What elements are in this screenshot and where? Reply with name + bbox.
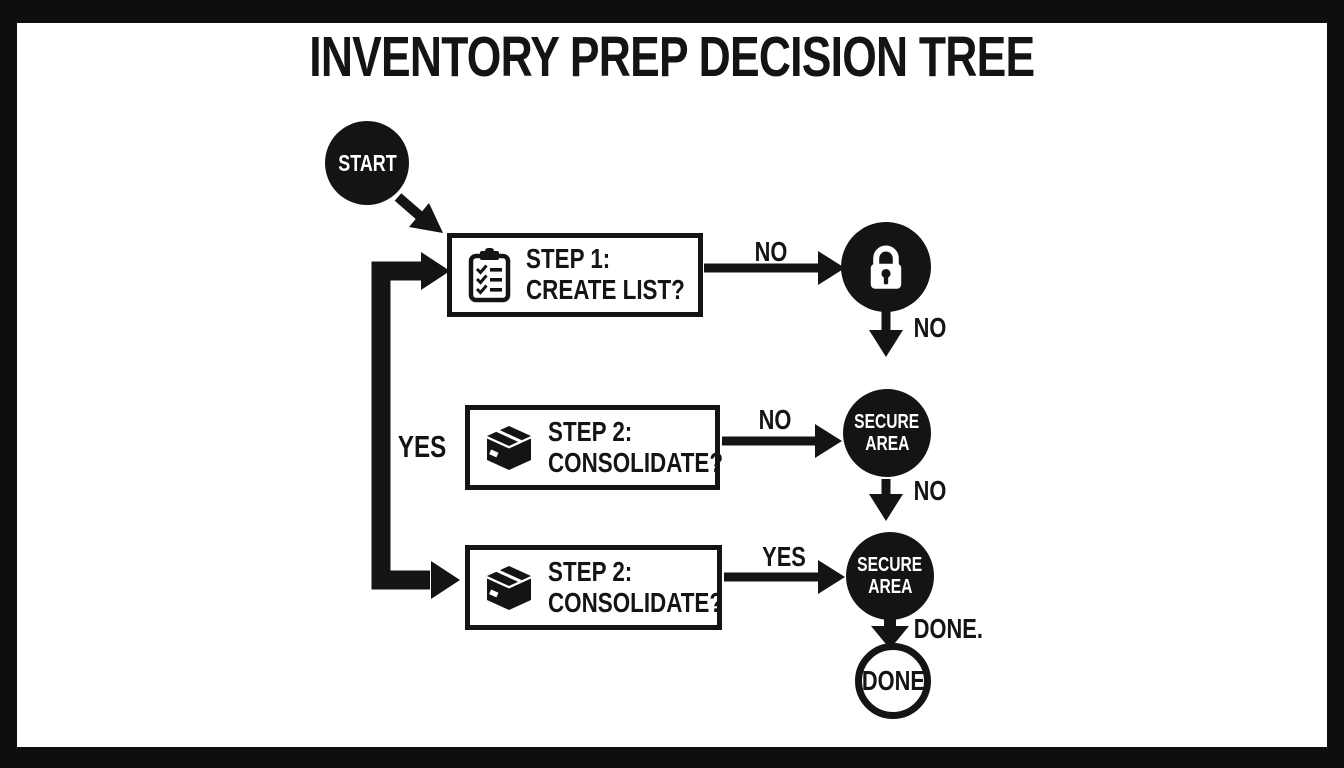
secure2-line2: AREA [867, 576, 913, 598]
step2b-line1: STEP 2: [548, 555, 633, 587]
start-node: START [325, 121, 409, 205]
diagram-background [17, 23, 1327, 747]
secure1-line2: AREA [864, 433, 910, 455]
step1-label: STEP 1: CREATE LIST? [526, 243, 725, 306]
page-title-text: INVENTORY PREP DECISION TREE [309, 25, 1035, 89]
edge-label-secure1-no: NO [913, 475, 947, 506]
edge-label-step1-no: NO [754, 236, 788, 267]
package-box-icon [487, 565, 531, 610]
step2-consolidate-node-2: STEP 2: CONSOLIDATE? [465, 545, 723, 630]
step2a-label: STEP 2: CONSOLIDATE? [548, 415, 767, 479]
done-node: DONE [855, 643, 931, 719]
edge-label-branch-yes: YES [397, 429, 447, 464]
secure2-line1: SECURE [857, 554, 923, 576]
edge-label-step2b-yes: YES [762, 541, 806, 572]
edge-label-lock-no: NO [913, 312, 947, 343]
done-label: DONE [861, 665, 925, 696]
secure1-line1: SECURE [854, 411, 920, 433]
secure-area-node-1: SECURE AREA [843, 389, 931, 477]
edge-label-step2a-no: NO [758, 404, 792, 435]
padlock-icon [870, 245, 902, 289]
step1-line2: CREATE LIST? [526, 274, 685, 305]
step2a-line2: CONSOLIDATE? [548, 446, 724, 478]
step2b-label: STEP 2: CONSOLIDATE? [548, 555, 767, 619]
lock-node [841, 222, 931, 312]
step1-line1: STEP 1: [526, 243, 611, 275]
step2b-line2: CONSOLIDATE? [548, 586, 724, 618]
page-title: INVENTORY PREP DECISION TREE [0, 24, 1344, 90]
edge-label-secure2-done: DONE. [913, 613, 983, 644]
start-label: START [337, 149, 397, 176]
step2-consolidate-node-1: STEP 2: CONSOLIDATE? [465, 405, 723, 490]
step2a-line1: STEP 2: [548, 415, 633, 447]
secure-area-node-2: SECURE AREA [846, 532, 934, 620]
package-box-icon [487, 425, 531, 470]
clipboard-checklist-icon [468, 248, 511, 303]
secure1-label: SECURE AREA [845, 411, 928, 455]
step1-create-list-node: STEP 1: CREATE LIST? [447, 233, 703, 317]
secure2-label: SECURE AREA [848, 554, 931, 598]
